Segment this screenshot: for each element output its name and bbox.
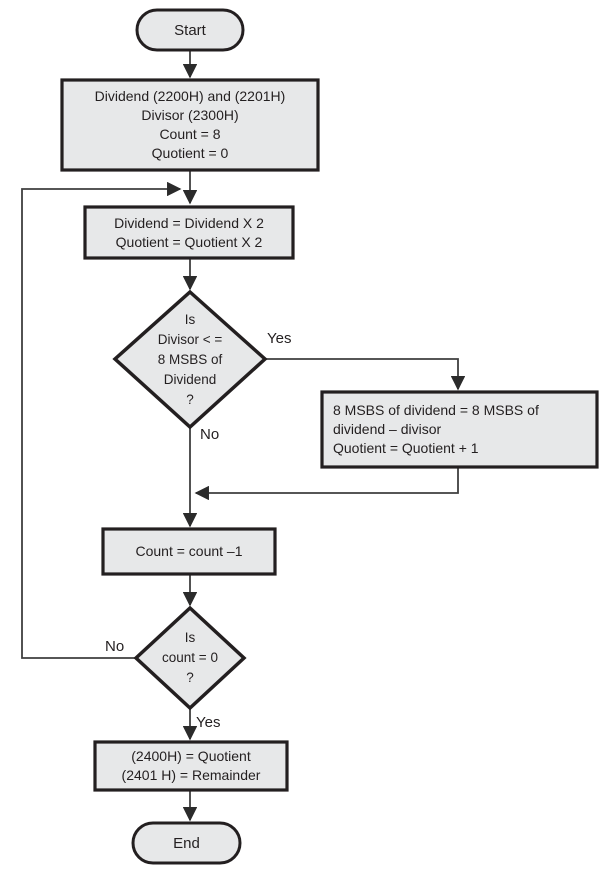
edge-decision1-yes — [265, 358, 466, 391]
edge-subtract-return — [194, 467, 459, 501]
start-terminator-shape — [135, 8, 245, 52]
divisor-decision-shape — [112, 289, 268, 430]
edge-count-no-loop — [21, 181, 182, 659]
node-shapes — [60, 8, 599, 865]
end-terminator-shape — [131, 821, 242, 865]
connector-edges — [21, 50, 466, 822]
decrement-process-shape — [101, 527, 277, 576]
store-process-shape — [93, 740, 289, 792]
shift-process-shape — [83, 205, 295, 260]
count-decision-shape — [133, 605, 247, 711]
init-process-shape — [60, 78, 320, 172]
subtract-process-shape — [320, 390, 599, 469]
